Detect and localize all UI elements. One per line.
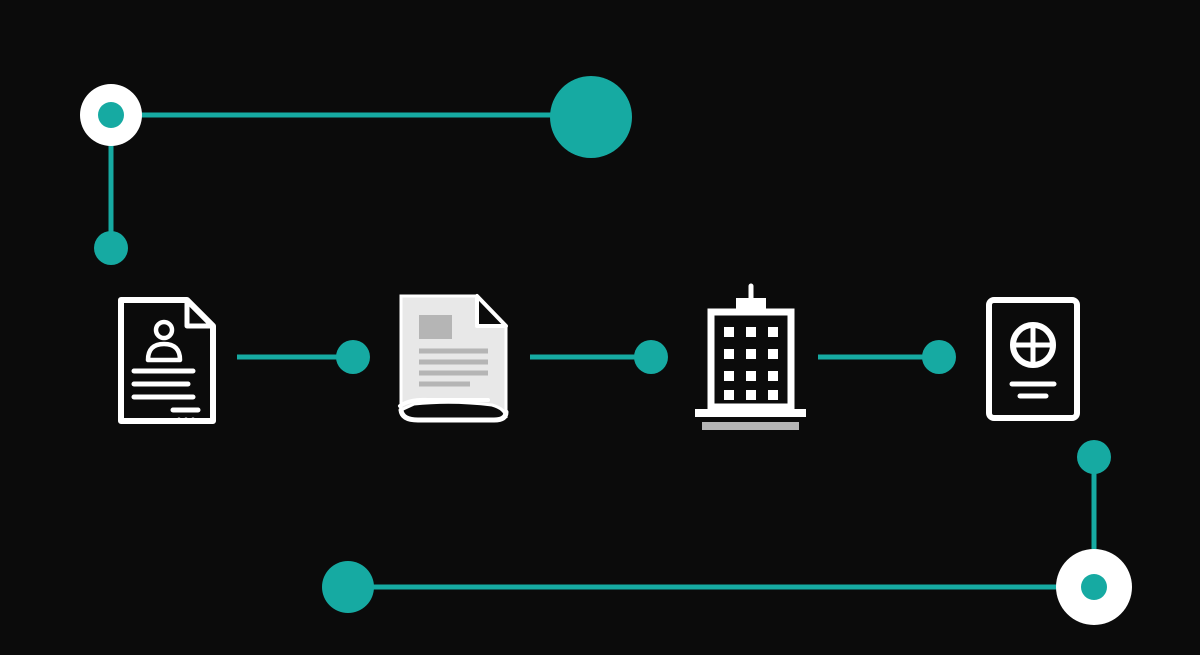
connector-node bbox=[922, 340, 956, 374]
start-connector bbox=[80, 76, 632, 265]
paper-document-icon bbox=[398, 294, 509, 423]
connector-node bbox=[336, 340, 370, 374]
end-small-node bbox=[1077, 440, 1111, 474]
step-connector-1 bbox=[237, 340, 370, 374]
start-large-node bbox=[550, 76, 632, 158]
end-connector bbox=[322, 440, 1132, 625]
step-connector-2 bbox=[530, 340, 668, 374]
passport-icon bbox=[986, 297, 1080, 421]
resume-document-icon bbox=[118, 297, 216, 424]
end-large-node bbox=[322, 561, 374, 613]
step-connector-3 bbox=[818, 340, 956, 374]
start-ring-node-center bbox=[98, 102, 124, 128]
start-small-node bbox=[94, 231, 128, 265]
connector-node bbox=[634, 340, 668, 374]
office-building-icon bbox=[695, 283, 806, 430]
end-ring-node-center bbox=[1081, 574, 1107, 600]
